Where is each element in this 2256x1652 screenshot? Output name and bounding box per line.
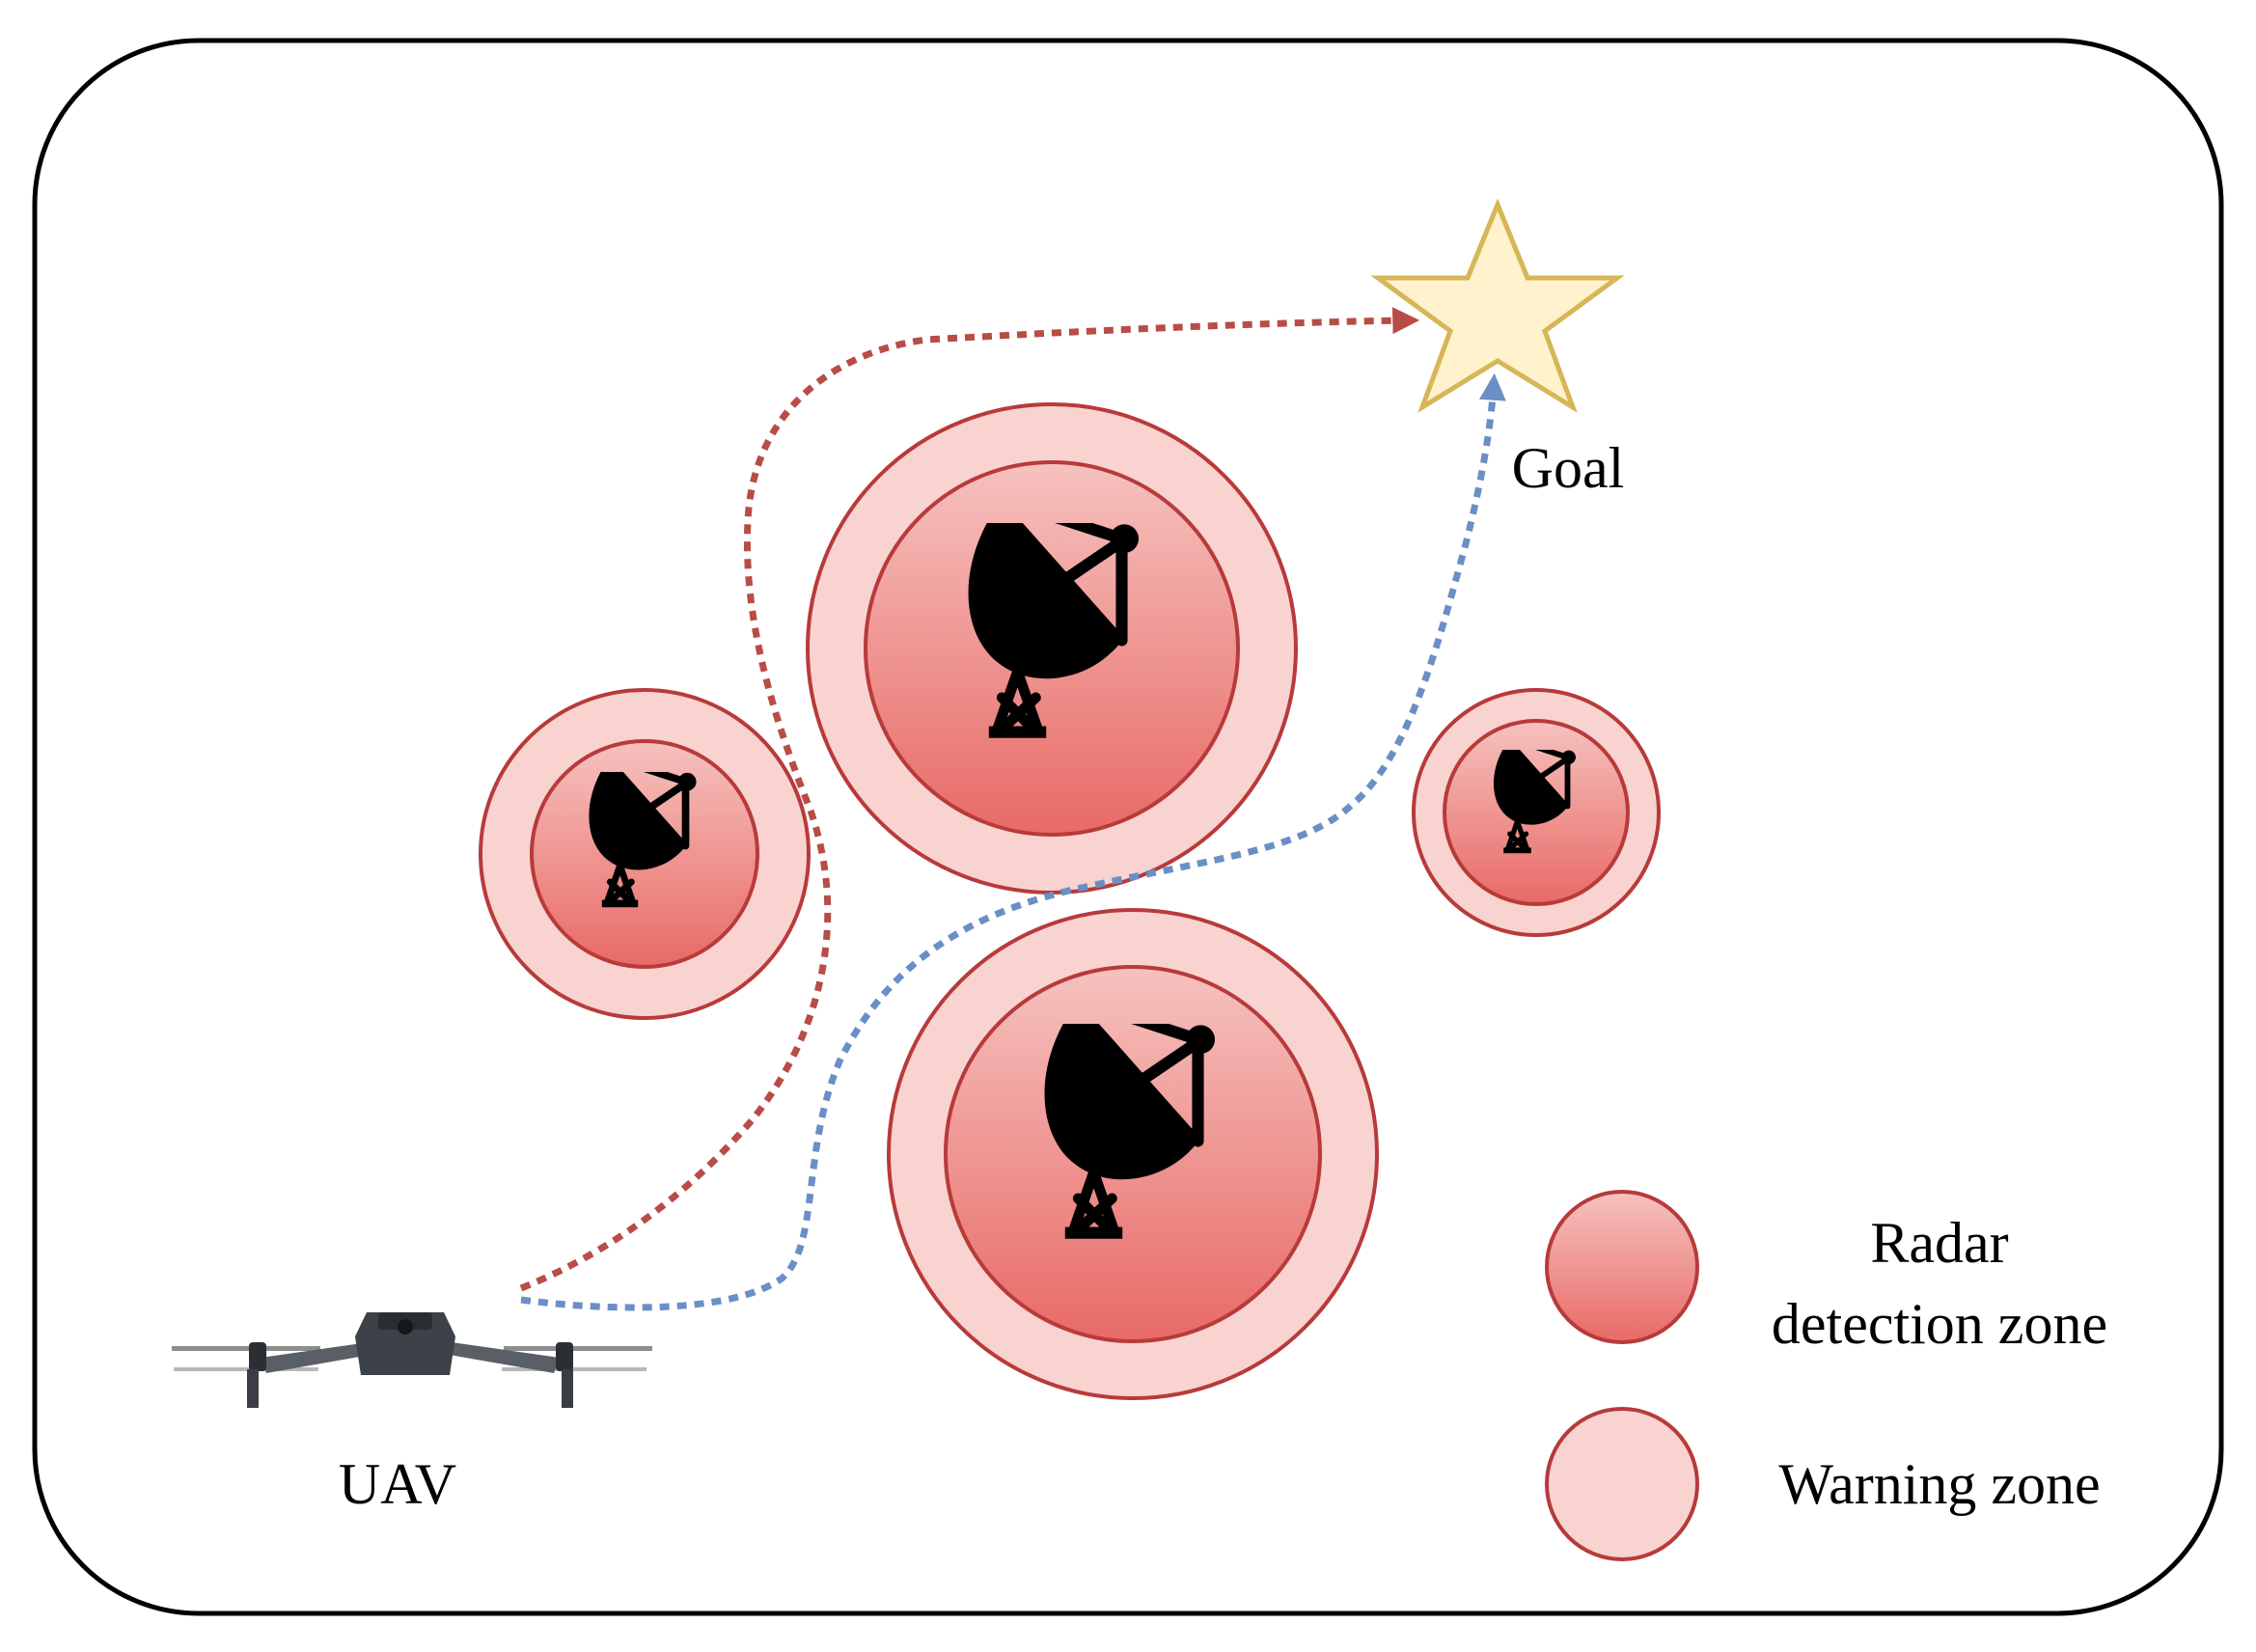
radar-zone-left [479, 688, 811, 1020]
star-icon [1370, 198, 1625, 413]
legend-warning-swatch [1545, 1407, 1699, 1561]
legend-radar-label-line1: Radar [1870, 1211, 2008, 1275]
legend-radar-label-line2: detection zone [1772, 1292, 2107, 1356]
legend-detection-swatch [1545, 1190, 1699, 1344]
path-blue [520, 372, 1506, 1311]
path-red [519, 307, 1420, 1292]
radar-zone-right [1412, 688, 1661, 937]
drone-icon [172, 1312, 652, 1408]
goal-label: Goal [1512, 436, 1625, 500]
radar-zone-top-center [806, 402, 1298, 895]
uav-label: UAV [339, 1452, 456, 1516]
legend: Radar detection zone Warning zone [1545, 1190, 2107, 1561]
diagram-frame [32, 38, 2224, 1616]
radar-zone-bottom-center [887, 908, 1379, 1400]
legend-warning-label: Warning zone [1778, 1452, 2100, 1516]
